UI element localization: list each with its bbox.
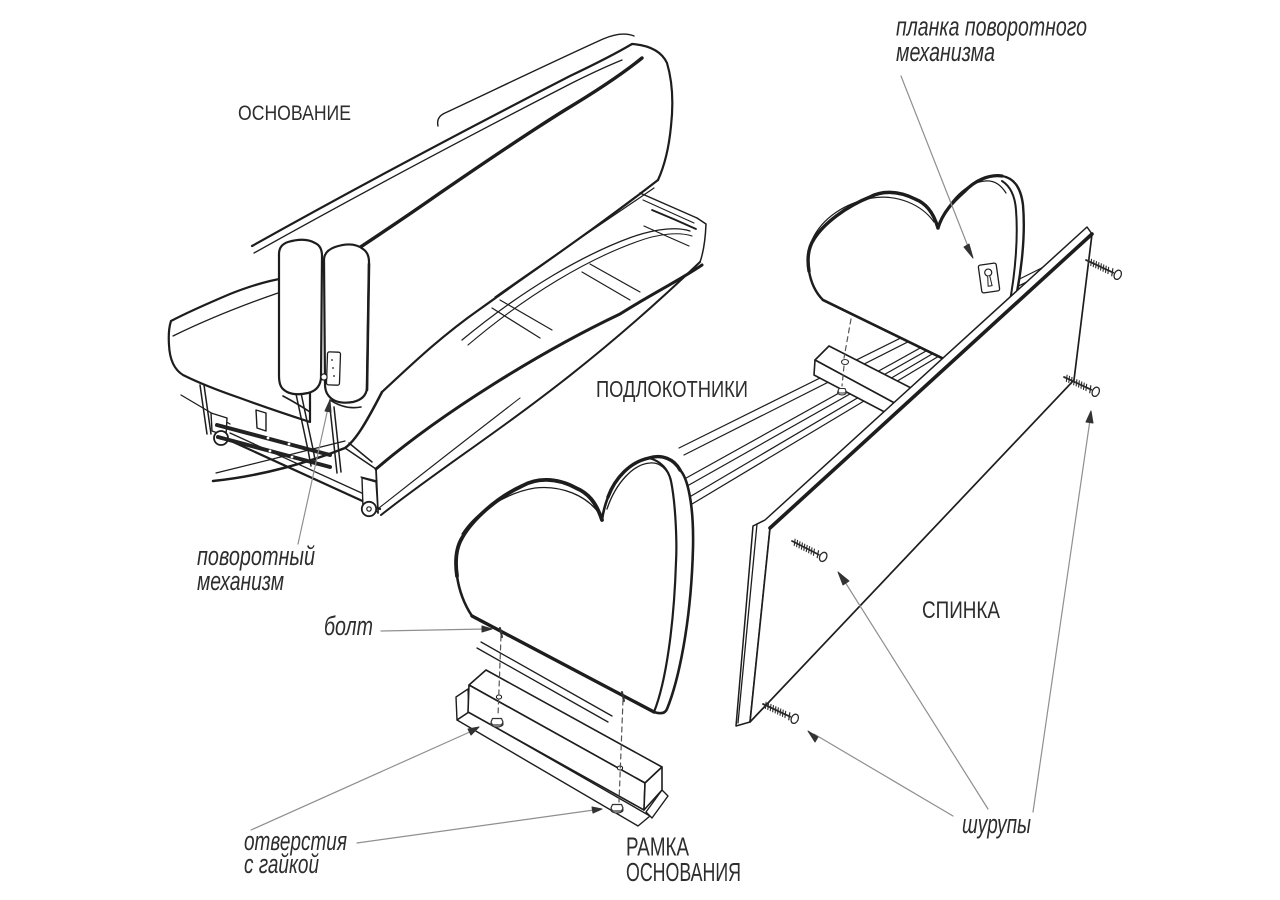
svg-text:ПОДЛОКОТНИКИ: ПОДЛОКОТНИКИ — [596, 376, 748, 402]
svg-text:болт: болт — [324, 611, 373, 641]
svg-text:поворотный: поворотный — [197, 541, 315, 571]
svg-text:с гайкой: с гайкой — [244, 849, 319, 879]
svg-text:СПИНКА: СПИНКА — [922, 597, 1001, 624]
svg-text:шурупы: шурупы — [962, 809, 1031, 839]
svg-text:отверстия: отверстия — [244, 826, 347, 856]
svg-text:механизма: механизма — [896, 37, 995, 67]
svg-text:планка поворотного: планка поворотного — [896, 12, 1087, 42]
svg-text:ОСНОВАНИЯ: ОСНОВАНИЯ — [626, 859, 741, 887]
svg-text:РАМКА: РАМКА — [626, 834, 689, 862]
svg-text:механизм: механизм — [197, 566, 284, 596]
svg-text:ОСНОВАНИЕ: ОСНОВАНИЕ — [238, 102, 351, 125]
